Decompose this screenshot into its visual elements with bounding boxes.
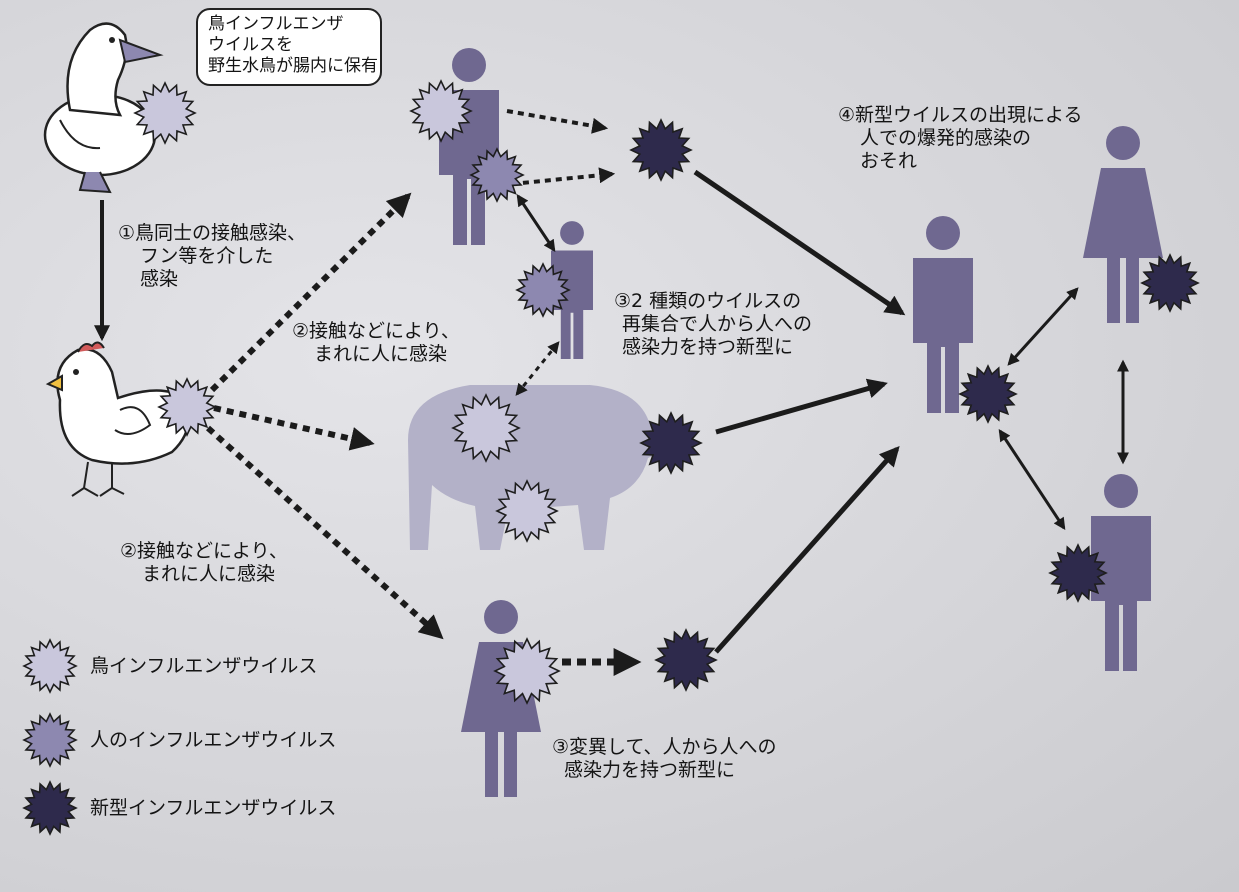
legend-label-novel: 新型インフルエンザウイルス — [90, 796, 337, 819]
chicken-illustration — [45, 341, 191, 497]
legend-virus-icon-avian — [22, 638, 78, 694]
virus-novel-right-top — [1140, 253, 1200, 313]
legend-label-avian: 鳥インフルエンザウイルス — [90, 654, 318, 677]
step1-line-1: ①鳥同士の接触感染、 — [118, 222, 307, 244]
callout-line-1: 鳥インフルエンザ — [208, 14, 344, 34]
step2-lower-line-1: ②接触などにより、 — [120, 540, 288, 562]
arrow-pig-novel-to-center — [715, 378, 888, 435]
step3-mutate-line-1: ③変異して、人から人への — [552, 736, 777, 758]
step3-reassort-line-3: 感染力を持つ新型に — [622, 336, 794, 358]
callout-text: 鳥インフルエンザ ウイルスを 野生水鳥が腸内に保有 — [198, 10, 380, 77]
legend-virus-icon-novel — [22, 780, 78, 836]
legend-label-human: 人のインフルエンザウイルス — [90, 728, 337, 751]
step1-line-3: 感染 — [140, 268, 179, 290]
arrow-center-right-bottom — [998, 428, 1066, 531]
callout-line-3: 野生水鳥が腸内に保有 — [208, 56, 378, 76]
virus-novel-right-bottom — [1048, 543, 1108, 603]
arrow-mid-to-novel — [511, 167, 616, 186]
step4-line-2: 人での爆発的感染の — [860, 127, 1032, 149]
annotation-step2-lower: ②接触などにより、 まれに人に感染 — [120, 540, 288, 586]
virus-woman-avian — [493, 637, 561, 705]
legend-item-human: 人のインフルエンザウイルス — [24, 714, 336, 766]
step4-line-3: おそれ — [860, 150, 918, 172]
step4-line-1: ④新型ウイルスの出現による — [838, 104, 1083, 126]
duck-illustration — [43, 22, 164, 194]
legend-item-novel: 新型インフルエンザウイルス — [24, 782, 336, 834]
arrow-pig-human-exchange — [515, 341, 560, 396]
arrow-woman-novel-to-center — [714, 446, 900, 654]
step2-upper-line-2: まれに人に感染 — [314, 343, 448, 365]
legend-item-avian: 鳥インフルエンザウイルス — [24, 640, 317, 692]
annotation-step4: ④新型ウイルスの出現による 人での爆発的感染の おそれ — [838, 104, 1082, 173]
virus-novel-pig — [639, 411, 703, 475]
annotation-step3-mutation: ③変異して、人から人への 感染力を持つ新型に — [552, 736, 777, 782]
arrow-human-exchange — [516, 194, 556, 252]
arrow-novel-to-center — [693, 169, 906, 316]
annotation-step3-reassortment: ③2 種類のウイルスの 再集合で人から人への 感染力を持つ新型に — [614, 290, 812, 359]
step2-lower-line-2: まれに人に感染 — [142, 563, 276, 585]
virus-small-human — [515, 262, 571, 318]
virus-chicken-avian — [157, 377, 217, 437]
step2-upper-line-1: ②接触などにより、 — [292, 320, 460, 342]
virus-novel-center — [958, 364, 1018, 424]
arrow-chicken-to-human — [209, 192, 412, 393]
arrow-chicken-to-pig — [213, 405, 375, 451]
virus-pig-avian-lower — [495, 479, 559, 543]
virus-human-top-avian — [409, 79, 473, 143]
step3-reassort-line-1: ③2 種類のウイルスの — [614, 290, 802, 312]
step1-line-2: フン等を介した — [140, 245, 274, 267]
step3-reassort-line-2: 再集合で人から人への — [622, 313, 813, 335]
human-figure-top — [439, 48, 499, 245]
arrows — [94, 109, 1129, 676]
virus-duck-avian — [133, 81, 197, 145]
callout-line-2: ウイルスを — [208, 35, 293, 55]
virus-particles — [133, 79, 1200, 705]
arrow-top-to-novel — [506, 109, 609, 134]
virus-novel-top — [629, 118, 693, 182]
virus-human-top-human — [469, 147, 525, 203]
arrow-chicken-to-woman — [205, 425, 444, 640]
step3-mutate-line-2: 感染力を持つ新型に — [564, 759, 736, 781]
legend-icons — [22, 638, 78, 836]
virus-pig-avian — [451, 393, 521, 463]
legend-virus-icon-human — [22, 712, 78, 768]
arrow-center-right-top — [1007, 287, 1079, 366]
virus-novel-woman — [654, 628, 718, 692]
duck-speech-bubble: 鳥インフルエンザ ウイルスを 野生水鳥が腸内に保有 — [196, 8, 382, 86]
annotation-step2-upper: ②接触などにより、 まれに人に感染 — [292, 320, 460, 366]
annotation-step1: ①鳥同士の接触感染、 フン等を介した 感染 — [118, 222, 306, 291]
